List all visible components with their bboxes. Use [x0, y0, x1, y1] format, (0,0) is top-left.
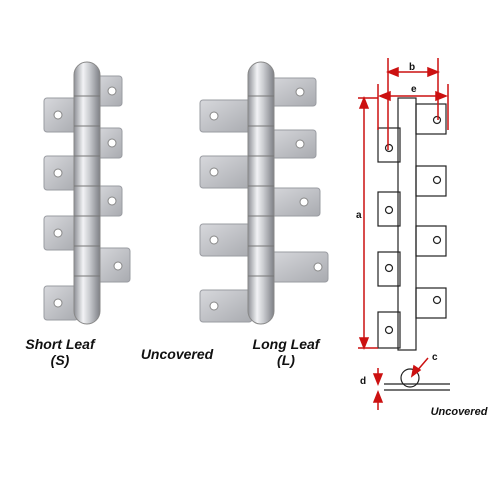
long-leaf-label: Long Leaf (L) [244, 336, 328, 368]
short-leaf-label-line2: (S) [50, 352, 70, 368]
dimension-label-c: c [432, 352, 438, 363]
long-leaf-hinge-image [199, 61, 329, 325]
short-leaf-label: Short Leaf (S) [20, 336, 100, 368]
uncovered-center-label: Uncovered [140, 346, 214, 362]
dimension-drawing [377, 97, 450, 391]
dimension-label-b: b [409, 62, 416, 73]
short-leaf-label-line1: Short Leaf [25, 336, 95, 352]
short-leaf-hinge-image [43, 61, 131, 325]
dimension-lines [358, 58, 449, 410]
dimension-label-e: e [411, 84, 417, 95]
uncovered-diagram-label: Uncovered [430, 406, 488, 418]
dimension-label-a: a [356, 210, 362, 221]
long-leaf-label-line2: (L) [277, 352, 295, 368]
dimension-label-d: d [360, 376, 367, 387]
long-leaf-label-line1: Long Leaf [252, 336, 320, 352]
